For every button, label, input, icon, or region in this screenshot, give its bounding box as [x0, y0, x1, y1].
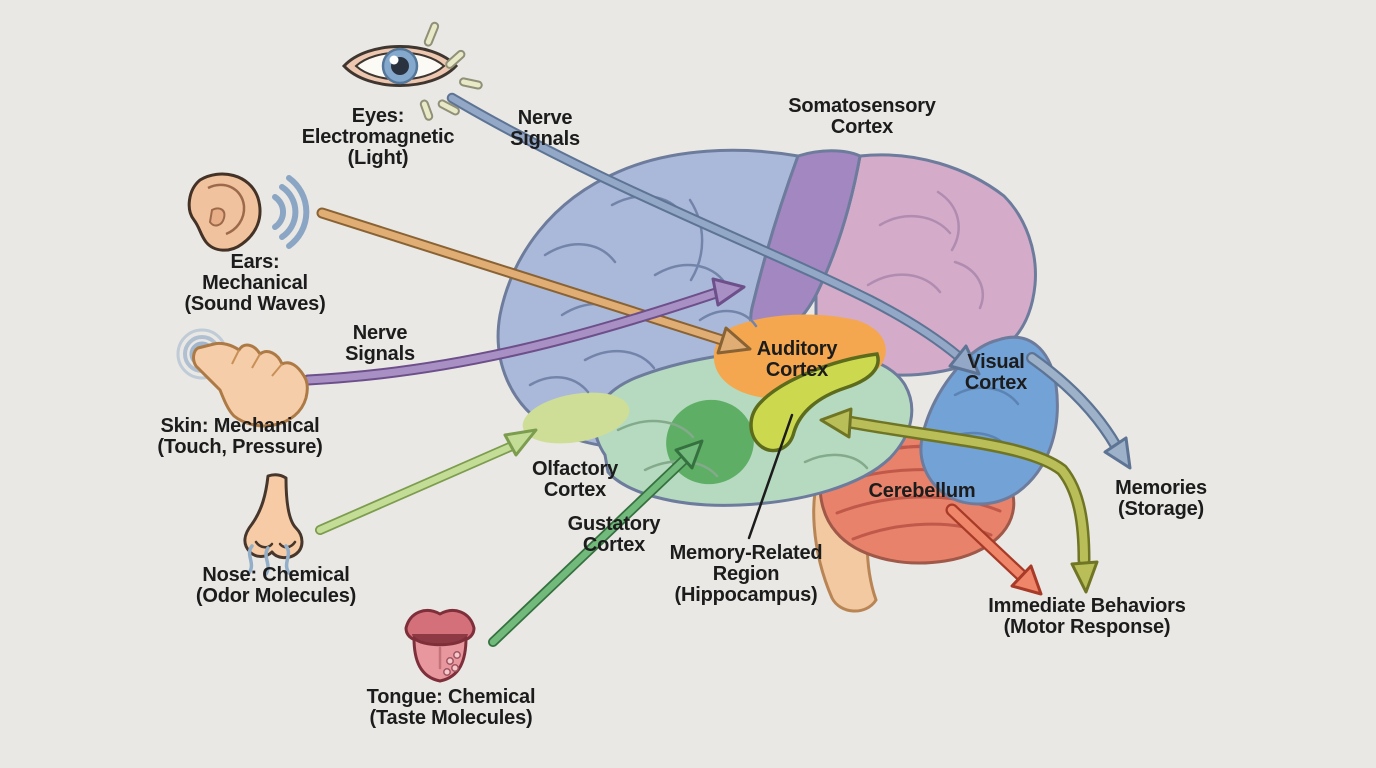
- hippocampus-pointer-line: [747, 413, 794, 540]
- sound-waves-icon: [272, 175, 310, 249]
- label-sense-nose: Nose: Chemical (Odor Molecules): [195, 564, 357, 607]
- label-cerebellum: Cerebellum: [868, 480, 976, 502]
- arrowhead-ears-auditory: [716, 326, 752, 355]
- ear-icon: [187, 172, 262, 252]
- label-sense-eyes: Eyes: Electromagnetic (Light): [301, 105, 455, 169]
- arrowhead-eyes-visual: [948, 344, 981, 376]
- hand-touch-icon: [192, 341, 309, 428]
- arrow-tongue-to-gustatory: [488, 439, 704, 647]
- label-nerve-signals-skin: Nerve Signals: [345, 322, 415, 365]
- label-visual-cortex: Visual Cortex: [964, 351, 1028, 394]
- label-sense-skin: Skin: Mechanical (Touch, Pressure): [157, 415, 323, 458]
- arrow-ears-to-auditory: [316, 207, 752, 355]
- parietal-gyri: [866, 190, 984, 310]
- scent-lines-icon: [247, 544, 291, 576]
- label-nerve-signals-eye: Nerve Signals: [510, 107, 580, 150]
- label-gustatory-cortex: Gustatory Cortex: [567, 513, 661, 556]
- arrow-cerebellum-to-behaviors: [945, 503, 1043, 596]
- label-olfactory-cortex: Olfactory Cortex: [531, 458, 619, 501]
- flow-arrows: [302, 92, 1132, 647]
- arrowhead-tongue-gustatory: [674, 439, 704, 470]
- arrowhead-nose-olfactory: [503, 428, 538, 457]
- arrowhead-to-memories: [1103, 436, 1132, 470]
- olfactory-cortex-region: [522, 392, 630, 444]
- label-somatosensory-cortex: Somatosensory Cortex: [788, 95, 936, 138]
- arrowhead-cerebellum-behaviors: [1010, 564, 1043, 596]
- label-sense-tongue: Tongue: Chemical (Taste Molecules): [366, 686, 536, 729]
- label-immediate-behaviors: Immediate Behaviors (Motor Response): [988, 595, 1186, 638]
- tongue-icon: [404, 609, 476, 683]
- arrow-visual-to-memories: [1026, 352, 1132, 470]
- arrow-eyes-to-visual: [446, 92, 981, 376]
- arrowhead-into-hippocampus: [819, 407, 853, 439]
- light-rays-icon: [419, 21, 483, 121]
- arrowhead-to-immediate-behaviors: [1070, 560, 1099, 594]
- arrow-nose-to-olfactory: [315, 428, 538, 535]
- hippocampus-region: [749, 352, 880, 453]
- arrow-skin-to-somatosensory: [302, 277, 746, 386]
- label-auditory-cortex: Auditory Cortex: [756, 338, 838, 381]
- eye-icon: [341, 45, 459, 87]
- label-memories: Memories (Storage): [1115, 477, 1207, 520]
- label-sense-ears: Ears: Mechanical (Sound Waves): [184, 251, 326, 315]
- label-hippocampus: Memory-Related Region (Hippocampus): [669, 542, 823, 606]
- arrow-cortex-to-hippocampus-and-behaviors: [819, 407, 1099, 594]
- arrowhead-skin-somatosensory: [711, 277, 746, 307]
